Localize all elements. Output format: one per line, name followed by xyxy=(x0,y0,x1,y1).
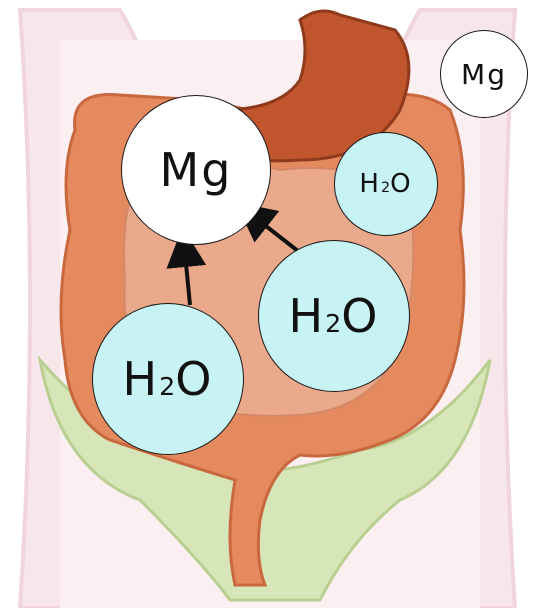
mg-large-bubble: Mg xyxy=(121,95,271,245)
water-right-label: H2O xyxy=(289,289,380,343)
mg-small-label: Mg xyxy=(461,58,507,91)
water-left-label: H2O xyxy=(123,352,214,406)
water-small-label: H2O xyxy=(359,169,412,199)
water-right-bubble: H2O xyxy=(258,240,410,392)
mg-small-bubble: Mg xyxy=(440,30,528,118)
water-small-bubble: H2O xyxy=(334,132,438,236)
water-left-bubble: H2O xyxy=(92,303,244,455)
mg-large-label: Mg xyxy=(160,143,233,197)
